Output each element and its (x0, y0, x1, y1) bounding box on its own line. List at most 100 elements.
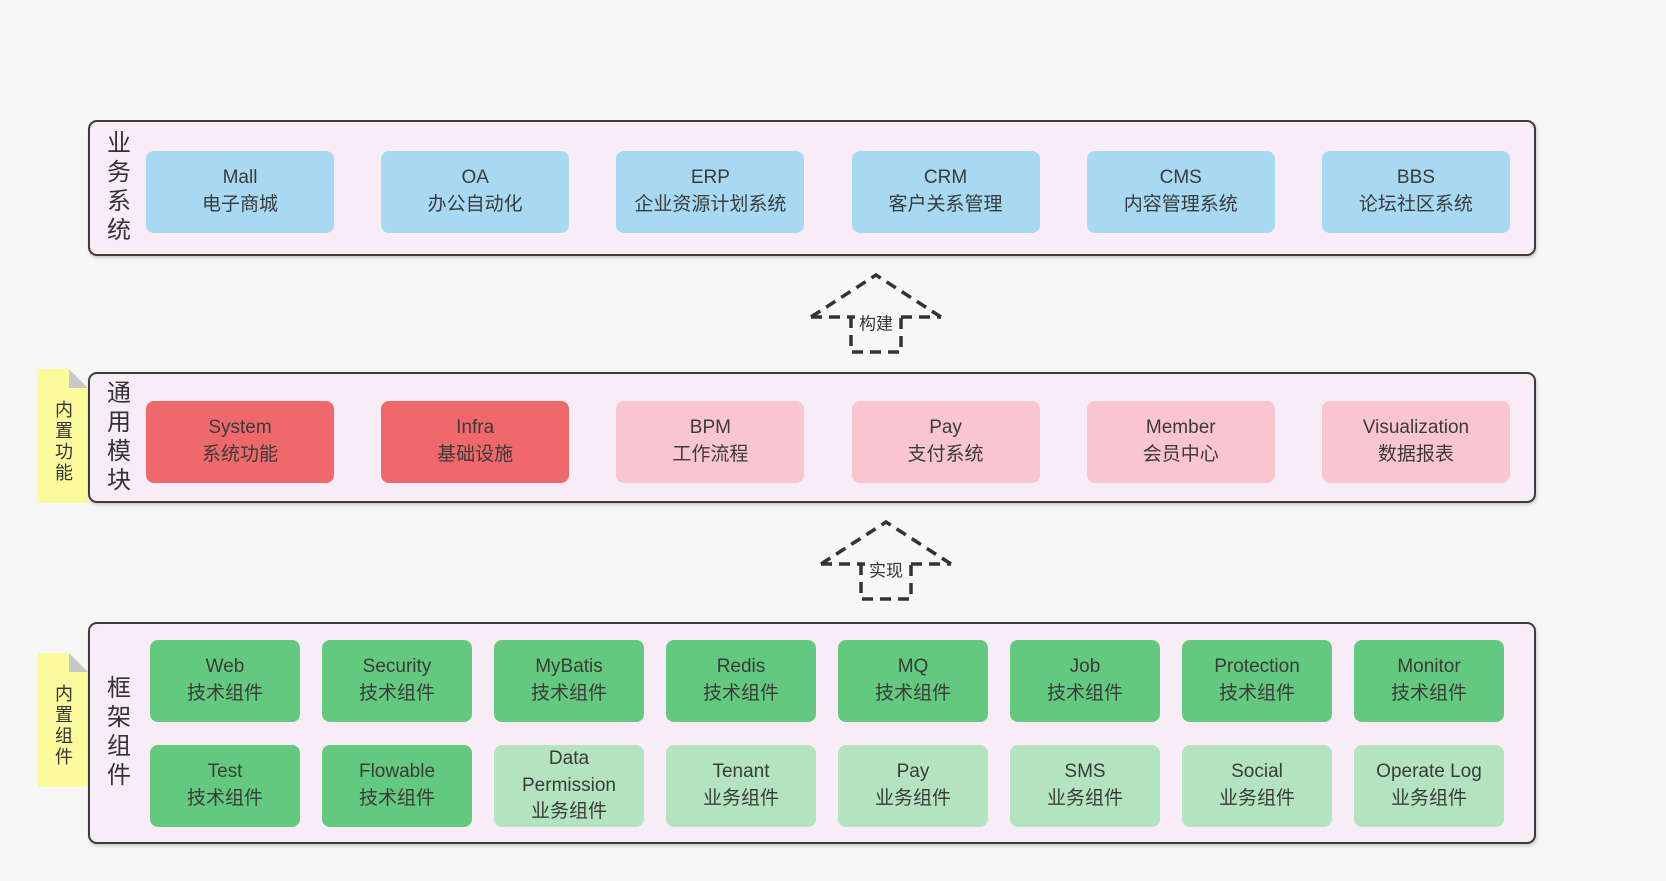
box-title-zh: 业务组件 (702, 788, 779, 809)
box-title-en: Mall (222, 167, 258, 189)
component-box: Operate Log 业务组件 (1354, 745, 1504, 827)
system-box: BBS 论坛社区系统 (1321, 151, 1510, 233)
box-title-en: Social (1231, 761, 1283, 783)
box-title-en: System (208, 417, 272, 439)
box-title-en: Member (1145, 417, 1216, 439)
section-label-business: 业务系统 (102, 130, 130, 246)
box-title-zh: 技术组件 (186, 788, 263, 809)
component-box: Tenant 业务组件 (666, 745, 816, 827)
sticky-note-builtin-components: 内置组件 (38, 653, 88, 787)
box-title-en: BPM (689, 417, 731, 439)
system-box: CMS 内容管理系统 (1086, 151, 1275, 233)
system-box: Mall 电子商城 (146, 151, 334, 233)
box-title-en: Data Permission (522, 748, 616, 796)
box-title-zh: 客户关系管理 (888, 194, 1003, 215)
panel-common-modules: 通用模块 System 系统功能 Infra 基础设施 BPM 工作流程 (88, 372, 1536, 503)
box-title-zh: 技术组件 (1218, 683, 1295, 704)
box-title-zh: 电子商城 (201, 194, 278, 215)
module-box: BPM 工作流程 (616, 401, 805, 483)
box-title-en: OA (461, 167, 489, 189)
box-title-zh: 企业资源计划系统 (634, 194, 787, 215)
box-title-zh: 业务组件 (1046, 788, 1123, 809)
box-title-zh: 内容管理系统 (1123, 194, 1238, 215)
box-title-en: SMS (1064, 761, 1106, 783)
box-title-en: ERP (690, 167, 730, 189)
box-title-zh: 基础设施 (437, 444, 514, 465)
box-title-zh: 技术组件 (702, 683, 779, 704)
business-systems-row: Mall 电子商城 OA 办公自动化 ERP 企业资源计划系统 CRM 客户关系… (146, 151, 1510, 233)
system-box: ERP 企业资源计划系统 (616, 151, 805, 233)
module-box: Member 会员中心 (1086, 401, 1275, 483)
module-box: Pay 支付系统 (851, 401, 1040, 483)
box-title-zh: 会员中心 (1142, 444, 1219, 465)
box-title-en: CRM (923, 167, 968, 189)
system-box: OA 办公自动化 (381, 151, 570, 233)
panel-framework-components: 框架组件 Web 技术组件 Security 技术组件 MyBatis 技术组件 (88, 622, 1536, 844)
box-title-en: Visualization (1362, 417, 1470, 439)
module-box: Visualization 数据报表 (1321, 401, 1510, 483)
box-title-zh: 办公自动化 (427, 194, 523, 215)
component-box: Security 技术组件 (322, 640, 472, 722)
component-box: Job 技术组件 (1010, 640, 1160, 722)
component-box: Redis 技术组件 (666, 640, 816, 722)
box-title-zh: 业务组件 (1390, 788, 1467, 809)
box-title-zh: 技术组件 (1046, 683, 1123, 704)
component-box: MyBatis 技术组件 (494, 640, 644, 722)
module-box: Infra 基础设施 (381, 401, 570, 483)
box-title-zh: 支付系统 (907, 444, 984, 465)
box-title-en: Security (362, 656, 432, 678)
box-title-en: Protection (1214, 656, 1300, 678)
panel-business-systems: 业务系统 Mall 电子商城 OA 办公自动化 ERP 企业资源计划系统 (88, 120, 1536, 256)
component-box: Test 技术组件 (150, 745, 300, 827)
component-box: SMS 业务组件 (1010, 745, 1160, 827)
box-title-en: Test (207, 761, 243, 783)
box-title-zh: 业务组件 (530, 801, 607, 823)
component-box: Web 技术组件 (150, 640, 300, 722)
box-title-zh: 工作流程 (672, 444, 749, 465)
box-title-zh: 技术组件 (186, 683, 263, 704)
box-title-zh: 技术组件 (530, 683, 607, 704)
note-label: 内置组件 (53, 684, 73, 768)
box-title-zh: 数据报表 (1377, 444, 1454, 465)
box-title-zh: 系统功能 (201, 444, 278, 465)
sticky-note-builtin-features: 内置功能 (38, 369, 88, 503)
box-title-en: MyBatis (535, 656, 603, 678)
implement-arrow-label: 实现 (865, 555, 907, 583)
component-box: Protection 技术组件 (1182, 640, 1332, 722)
box-title-en: BBS (1396, 167, 1435, 189)
box-title-en: Pay (929, 417, 962, 439)
component-box: Monitor 技术组件 (1354, 640, 1504, 722)
box-title-en: MQ (897, 656, 929, 678)
box-title-en: Infra (456, 417, 495, 439)
box-title-en: Flowable (358, 761, 436, 783)
box-title-en: Job (1069, 656, 1101, 678)
system-box: CRM 客户关系管理 (851, 151, 1040, 233)
component-box: Data Permission 业务组件 (494, 745, 644, 827)
box-title-en: CMS (1159, 167, 1202, 189)
build-arrow: 构建 (809, 271, 943, 355)
box-title-en: Tenant (712, 761, 770, 783)
box-title-en: Redis (716, 656, 766, 678)
box-title-zh: 技术组件 (358, 683, 435, 704)
box-title-zh: 技术组件 (874, 683, 951, 704)
box-title-zh: 技术组件 (358, 788, 435, 809)
framework-row-2: Test 技术组件 Flowable 技术组件 Data Permission … (150, 745, 1504, 827)
box-title-en: Operate Log (1376, 761, 1482, 783)
component-box: Pay 业务组件 (838, 745, 988, 827)
component-box: Social 业务组件 (1182, 745, 1332, 827)
common-modules-row: System 系统功能 Infra 基础设施 BPM 工作流程 Pay 支付系统 (146, 401, 1510, 483)
section-label-framework: 框架组件 (102, 675, 130, 791)
box-title-zh: 业务组件 (1218, 788, 1295, 809)
component-box: MQ 技术组件 (838, 640, 988, 722)
implement-arrow: 实现 (819, 518, 953, 602)
note-label: 内置功能 (53, 400, 73, 484)
module-box: System 系统功能 (146, 401, 334, 483)
box-title-zh: 技术组件 (1390, 683, 1467, 704)
framework-row-1: Web 技术组件 Security 技术组件 MyBatis 技术组件 Redi… (150, 640, 1504, 722)
section-label-modules: 通用模块 (102, 379, 130, 496)
box-title-zh: 论坛社区系统 (1358, 194, 1473, 215)
box-title-zh: 业务组件 (874, 788, 951, 809)
box-title-en: Pay (896, 761, 930, 783)
box-title-en: Web (205, 656, 245, 678)
